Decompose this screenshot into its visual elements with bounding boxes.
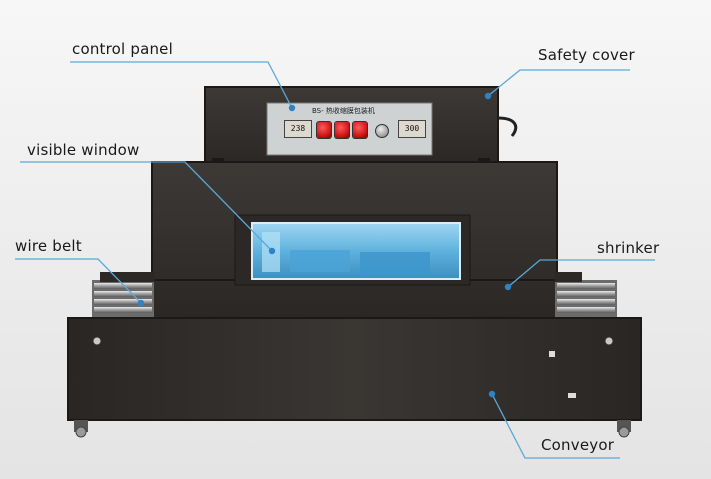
dot-control-panel	[288, 104, 296, 112]
shrinker-chamber	[151, 161, 558, 321]
conveyor-base	[67, 317, 642, 438]
temperature-display: 238	[284, 120, 312, 138]
leader-safety-cover	[487, 69, 630, 97]
dot-visible-window	[268, 247, 276, 255]
panel-model-text: BS- 热收缩膜包装机	[312, 107, 375, 115]
leader-visible-window	[20, 161, 273, 252]
label-shrinker: shrinker	[597, 239, 660, 257]
label-wire-belt: wire belt	[15, 237, 82, 255]
wire-belt	[92, 272, 617, 318]
conveyor-button[interactable]	[353, 122, 367, 138]
speed-knob[interactable]	[375, 124, 389, 138]
label-conveyor: Conveyor	[541, 436, 615, 454]
label-visible-window: visible window	[27, 141, 140, 159]
leader-shrinker	[507, 259, 655, 288]
label-safety-cover: Safety cover	[538, 46, 635, 64]
dot-conveyor	[488, 390, 496, 398]
label-control-panel: control panel	[72, 40, 173, 58]
leader-lines	[15, 61, 655, 459]
speed-display: 300	[398, 120, 426, 138]
leader-conveyor	[491, 393, 620, 459]
fan-button[interactable]	[335, 122, 349, 138]
dot-wire-belt	[137, 299, 145, 307]
dot-safety-cover	[484, 92, 492, 100]
leader-control-panel	[70, 61, 293, 109]
leader-wire-belt	[15, 258, 142, 304]
dot-shrinker	[504, 283, 512, 291]
power-cable	[497, 116, 518, 137]
callout-dots	[137, 92, 512, 398]
heater-button[interactable]	[317, 122, 331, 138]
